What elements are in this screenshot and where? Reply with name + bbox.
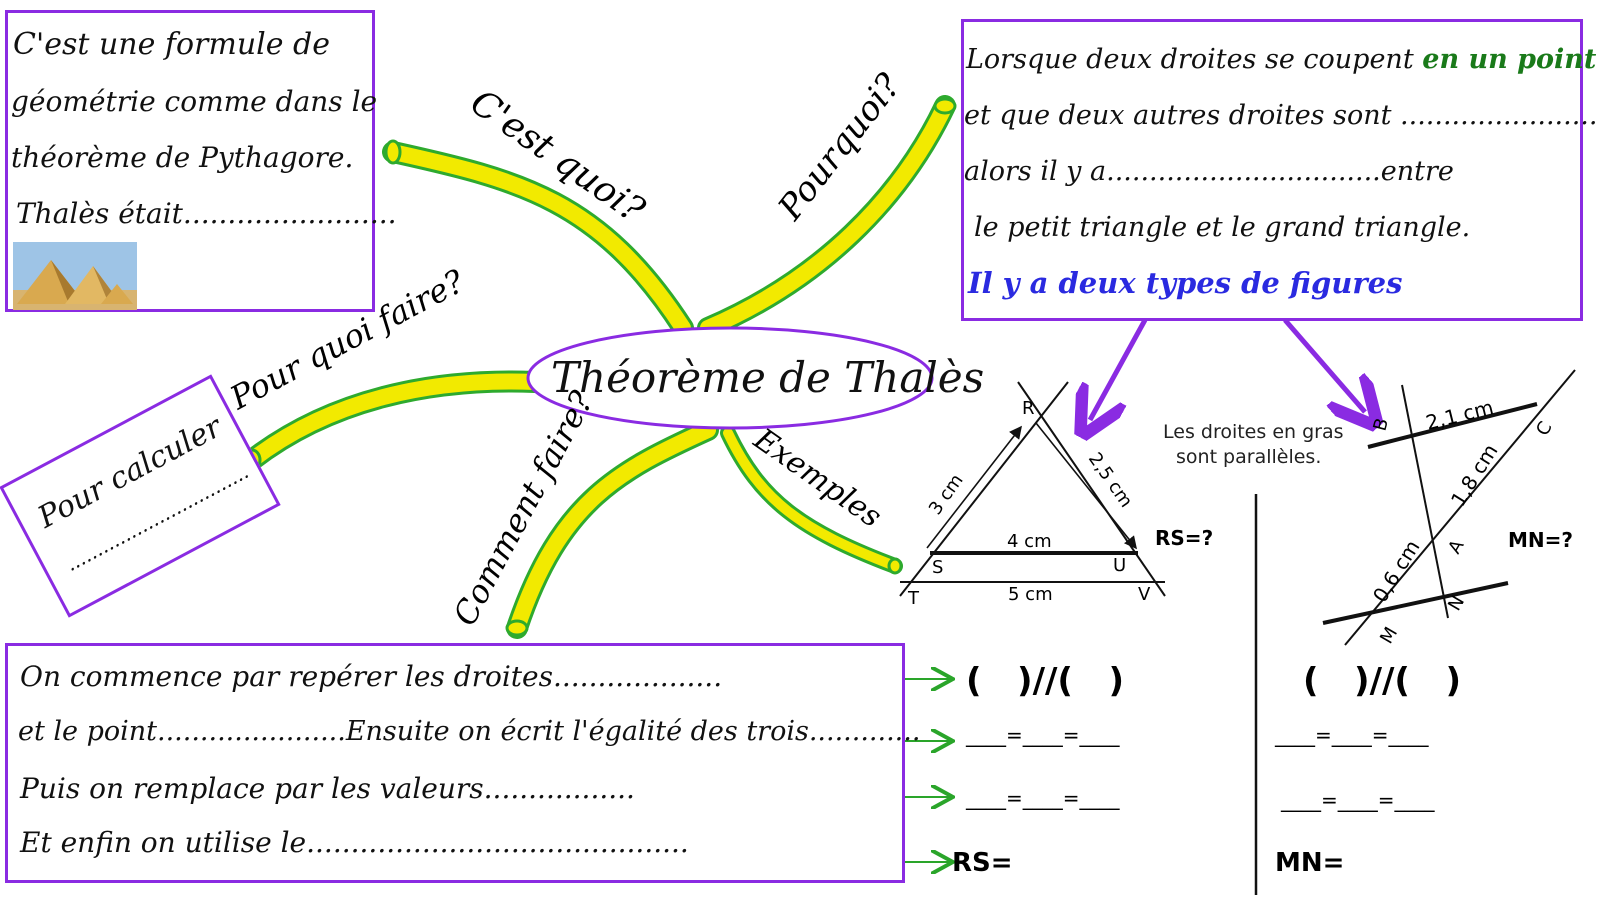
figure2-length-AC: 1,8 cm <box>1446 440 1503 511</box>
answer-right-parallel: ( )//( ) <box>1303 661 1461 701</box>
box-why-line-4: le petit triangle et le grand triangle. <box>974 212 1471 243</box>
box-why-line-5: Il y a deux types de figures <box>968 266 1403 300</box>
figure2-lines <box>1322 369 1576 646</box>
answer-left-eq1: ____=____=____ <box>965 723 1121 747</box>
pyramids-image <box>13 242 137 310</box>
answer-right-eq2: ____=____=____ <box>1280 788 1436 812</box>
branch-purpose <box>241 370 546 472</box>
answer-left-parallel: ( )//( ) <box>966 661 1124 701</box>
figure1-question: RS=? <box>1155 526 1213 550</box>
figure1-length-RV: 2,5 cm <box>1084 449 1137 512</box>
box-why-line-1-text: Lorsque deux droites se coupent <box>966 44 1423 75</box>
figure2-label-C: C <box>1532 418 1556 439</box>
box-why: Lorsque deux droites se coupent en un po… <box>961 19 1600 321</box>
figure2-label-A: A <box>1444 536 1469 558</box>
figure1-label-V: V <box>1138 584 1151 605</box>
arrow-to-figure1 <box>1090 318 1148 420</box>
figure2-label-N: N <box>1444 592 1469 614</box>
figure2-length-BC: 2,1 cm <box>1423 395 1495 435</box>
answer-right-result: MN= <box>1275 848 1344 878</box>
branch-examples <box>720 425 903 575</box>
center-title: Théorème de Thalès <box>551 353 985 402</box>
box-what-line-3: théorème de Pythagore. <box>11 141 354 174</box>
figure2-note-line2: sont parallèles. <box>1176 446 1321 468</box>
figure1-length-TV: 5 cm <box>1008 584 1053 605</box>
answer-right-eq1: ____=____=____ <box>1274 723 1430 747</box>
box-how-line-3: Puis on remplace par les valeurs........… <box>20 772 635 805</box>
branch-how <box>505 419 719 639</box>
center-ellipse <box>526 326 934 430</box>
figure2-note-line1: Les droites en gras <box>1163 421 1344 443</box>
figure2-question: MN=? <box>1508 528 1573 552</box>
box-how-line-4: Et enfin on utilise le..................… <box>20 826 689 859</box>
figure1-label-T: T <box>907 588 920 609</box>
figure1-label-R: R <box>1022 398 1035 419</box>
figure1-length-RT: 3 cm <box>925 470 968 519</box>
figure1-label-U: U <box>1113 555 1126 576</box>
box-what-line-2: géométrie comme dans le <box>11 85 378 118</box>
box-why-line-3: alors il y a............................… <box>964 156 1454 187</box>
figure1-triangle <box>899 381 1166 597</box>
box-why-line-1: Lorsque deux droites se coupent en un po… <box>966 44 1596 75</box>
box-why-highlight: en un point <box>1422 44 1597 75</box>
branch-why <box>697 95 957 339</box>
answer-left-eq2: ____=____=____ <box>965 786 1121 810</box>
figure2-label-M: M <box>1376 624 1402 648</box>
box-what: C'est une formule de géométrie comme dan… <box>5 10 397 312</box>
box-how-line-2: et le point......................Ensuite… <box>18 716 921 747</box>
box-how: On commence par repérer les droites.....… <box>5 643 920 883</box>
branch-label-examples: Exemples <box>747 421 888 535</box>
box-how-line-1: On commence par repérer les droites.....… <box>20 660 723 693</box>
branch-what <box>382 139 694 339</box>
answer-left-result: RS= <box>952 848 1013 878</box>
box-what-line-4: Thalès était........................ <box>16 197 397 230</box>
figure2-length-AM: 0,6 cm <box>1368 536 1425 607</box>
figure1-length-SU: 4 cm <box>1007 531 1052 552</box>
box-why-line-2: et que deux autres droites sont ........… <box>964 100 1600 131</box>
box-what-line-1: C'est une formule de <box>13 27 330 62</box>
arrow-to-figure2 <box>1283 318 1365 412</box>
figure2-label-B: B <box>1370 416 1393 433</box>
figure1-label-S: S <box>932 557 943 578</box>
